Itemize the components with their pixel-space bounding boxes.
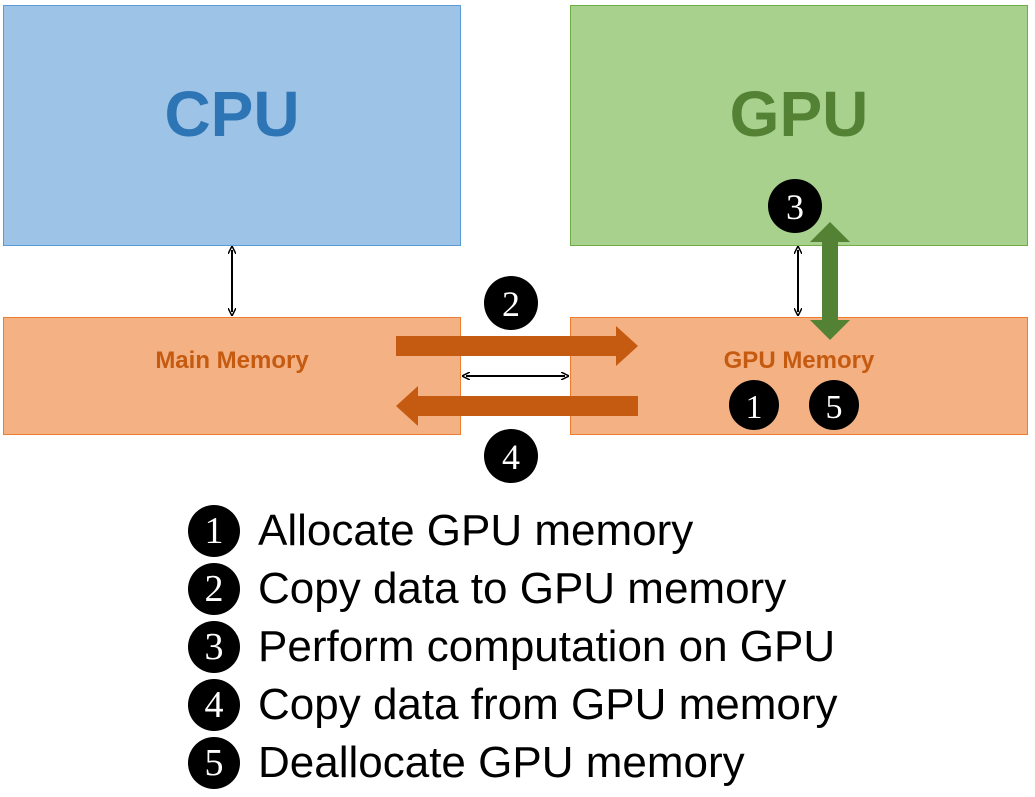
legend-text-2: Copy data to GPU memory: [258, 564, 787, 613]
main-memory-box: Main Memory: [3, 317, 461, 435]
legend-item: 2 Copy data to GPU memory: [188, 560, 948, 618]
copy-to-gpu-arrow: [396, 326, 638, 366]
legend-item: 1 Allocate GPU memory: [188, 502, 948, 560]
badge-4: 4: [484, 429, 538, 483]
legend-badge-2: 2: [188, 563, 240, 615]
badge-1: 1: [729, 380, 779, 430]
legend-item: 3 Perform computation on GPU: [188, 618, 948, 676]
badge-3: 3: [768, 179, 822, 233]
main-memory-label: Main Memory: [155, 347, 309, 374]
badge-5-text: 5: [826, 389, 843, 426]
legend-text-3: Perform computation on GPU: [258, 622, 836, 671]
copy-from-gpu-arrow: [396, 386, 638, 426]
steps-legend: 1 Allocate GPU memory 2 Copy data to GPU…: [188, 502, 948, 792]
badge-5: 5: [809, 380, 859, 430]
cpu-label: CPU: [164, 78, 300, 150]
badge-2: 2: [484, 276, 538, 330]
legend-badge-4: 4: [188, 679, 240, 731]
legend-item: 4 Copy data from GPU memory: [188, 676, 948, 734]
compute-arrow: [810, 222, 850, 340]
legend-text-5: Deallocate GPU memory: [258, 738, 745, 787]
badge-2-text: 2: [502, 284, 520, 324]
legend-badge-3: 3: [188, 621, 240, 673]
badge-4-text: 4: [502, 437, 520, 477]
legend-text-4: Copy data from GPU memory: [258, 680, 838, 729]
legend-badge-5: 5: [188, 737, 240, 789]
badge-1-text: 1: [746, 389, 763, 426]
gpu-label: GPU: [729, 78, 869, 150]
badge-3-text: 3: [786, 187, 804, 227]
legend-badge-1: 1: [188, 505, 240, 557]
legend-text-1: Allocate GPU memory: [258, 506, 694, 555]
cpu-box: CPU: [3, 5, 461, 246]
legend-item: 5 Deallocate GPU memory: [188, 734, 948, 792]
gpu-memory-box: GPU Memory: [570, 317, 1028, 435]
gpu-memory-label: GPU Memory: [723, 347, 875, 374]
